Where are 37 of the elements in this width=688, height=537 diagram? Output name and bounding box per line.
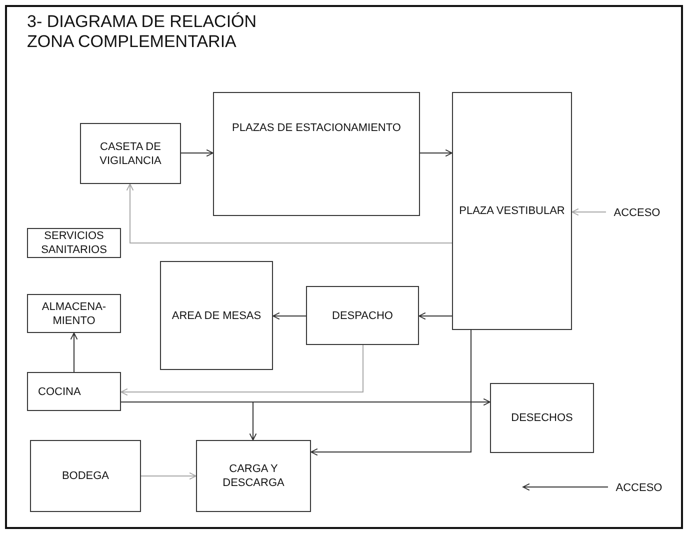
arrow <box>418 312 452 320</box>
room-box <box>27 372 121 411</box>
room-box <box>30 440 141 512</box>
room-box <box>80 123 181 184</box>
access-label: ACCESO <box>616 480 662 494</box>
room-name: COCINA <box>38 384 81 398</box>
arrow <box>420 149 452 157</box>
arrow <box>522 483 608 491</box>
room-name: DESPACHO <box>332 308 393 322</box>
access-label: ACCESO <box>614 206 660 220</box>
room-box <box>490 383 594 453</box>
room-name: DESECHOS <box>511 411 573 425</box>
room-name: BODEGA <box>62 469 110 483</box>
room-box <box>306 286 419 345</box>
arrow <box>310 330 472 456</box>
arrow <box>120 402 257 440</box>
room-box <box>452 92 572 330</box>
room-name: CARGA Y DESCARGA <box>222 462 286 490</box>
arrow <box>126 184 452 244</box>
arrow <box>140 472 196 480</box>
arrow <box>572 208 606 216</box>
arrow <box>180 149 214 157</box>
room-name: ALMACENA- MIENTO <box>40 300 108 328</box>
room-box <box>27 294 121 333</box>
arrow <box>120 344 364 396</box>
arrow <box>272 312 306 320</box>
room-box <box>27 228 121 258</box>
room-name: PLAZA VESTIBULAR <box>459 204 565 218</box>
room-name: PLAZAS DE ESTACIONAMIENTO <box>232 121 401 135</box>
room-name: AREA DE MESAS <box>172 308 262 322</box>
room-box <box>196 440 311 512</box>
room-name: SERVICIOS SANITARIOS <box>40 229 108 257</box>
room-box <box>213 92 420 216</box>
arrow <box>70 332 78 372</box>
room-name: CASETA DE VIGILANCIA <box>98 140 162 168</box>
room-box <box>160 261 273 370</box>
diagram-title: 3- DIAGRAMA DE RELACIÓN ZONA COMPLEMENTARIA <box>27 12 258 52</box>
